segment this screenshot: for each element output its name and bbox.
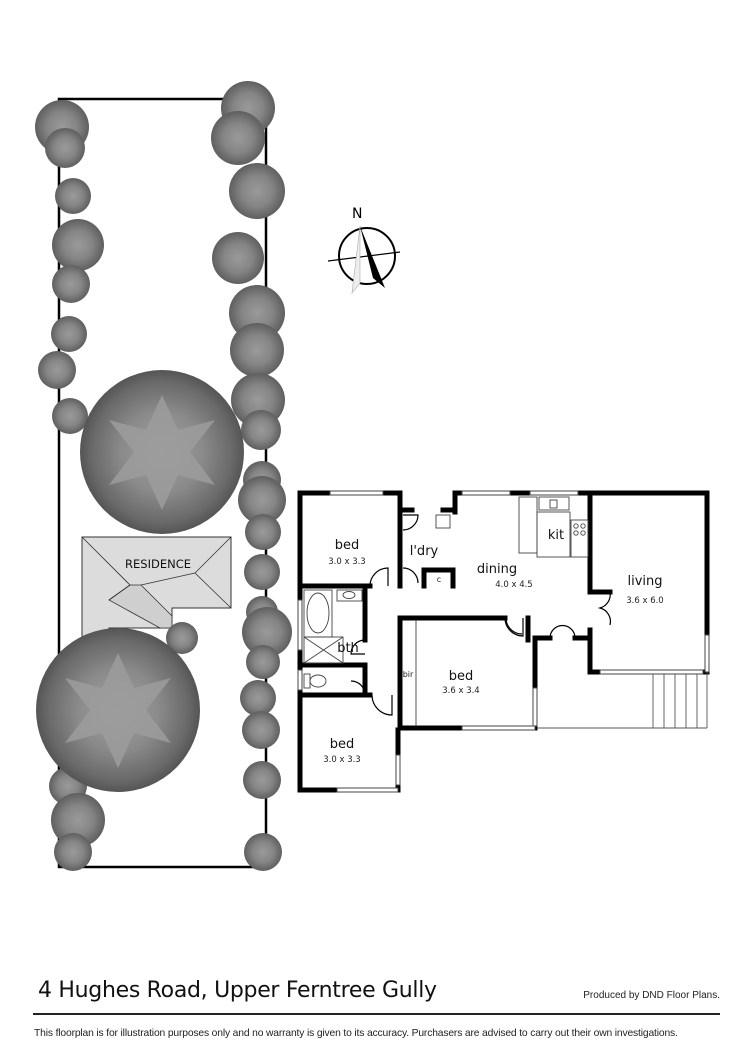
tree-icon: [52, 265, 90, 303]
tree-icon: [211, 111, 265, 165]
room-dim-living: 3.6 x 6.0: [626, 596, 663, 606]
vanity-icon: [336, 589, 363, 602]
window: [395, 754, 401, 786]
property-address: 4 Hughes Road, Upper Ferntree Gully: [38, 978, 437, 1003]
door: [549, 624, 576, 639]
room-label-cupboard: c: [437, 575, 441, 584]
tree-icon: [55, 178, 91, 214]
residence-label: RESIDENCE: [125, 557, 191, 571]
laundry-tub-icon: [435, 514, 451, 529]
room-label-bir: bir: [403, 670, 414, 679]
room-labels: bed 3.0 x 3.3 l'dry c dining 4.0 x 4.5 k…: [323, 528, 663, 765]
window: [297, 669, 303, 691]
stairs: [537, 672, 708, 729]
room-label-bed3: bed: [330, 737, 355, 752]
tree-icon: [51, 793, 105, 847]
large-tree-icon: [80, 370, 244, 534]
toilet-icon: [303, 673, 311, 689]
disclaimer-text: This floorplan is for illustration purpo…: [34, 1028, 678, 1039]
room-label-kitchen: kit: [548, 528, 564, 543]
room-label-dining: dining: [477, 562, 517, 577]
door: [402, 514, 419, 531]
tree-icons: [35, 81, 292, 871]
door: [597, 591, 612, 626]
room-label-bed2: bed: [449, 669, 474, 684]
door: [402, 567, 419, 584]
tree-icon: [52, 398, 88, 434]
tree-icon: [229, 163, 285, 219]
room-label-bed1: bed: [335, 538, 360, 553]
tree-icon: [246, 645, 280, 679]
tree-icon: [51, 316, 87, 352]
door: [504, 617, 524, 637]
window: [599, 669, 704, 675]
tree-icon: [52, 219, 104, 271]
kitchen-bench: [536, 511, 571, 558]
kitchen-bench: [570, 519, 589, 558]
window: [297, 599, 303, 651]
residence-roof: RESIDENCE: [81, 536, 232, 661]
tree-icon: [166, 622, 198, 654]
window: [461, 725, 536, 731]
window: [529, 490, 579, 496]
bathtub-icon: [303, 589, 333, 638]
sink-icon: [538, 496, 570, 511]
house-floor-plan: [297, 490, 710, 793]
tree-icon: [38, 351, 76, 389]
window: [336, 787, 399, 793]
tree-icon: [45, 128, 85, 168]
tree-icon: [240, 680, 276, 716]
window: [704, 634, 710, 673]
site-plan: RESIDENCE: [35, 81, 292, 871]
tree-icon: [243, 761, 281, 799]
tree-icon: [241, 410, 281, 450]
door: [369, 567, 389, 587]
tree-icon: [242, 607, 292, 657]
window: [461, 490, 511, 496]
tree-icon: [230, 323, 284, 377]
window: [532, 687, 538, 727]
north-arrow-icon: N: [327, 206, 401, 295]
door: [505, 617, 523, 635]
door: [350, 680, 366, 696]
room-dim-bed2: 3.6 x 3.4: [442, 686, 479, 696]
tree-icon: [54, 833, 92, 871]
room-dim-bed3: 3.0 x 3.3: [323, 755, 360, 765]
kitchen-bench: [518, 496, 538, 554]
cooktop-icon: [573, 523, 586, 536]
tree-icon: [244, 833, 282, 871]
tree-icon: [244, 554, 280, 590]
tree-icon: [212, 232, 264, 284]
large-tree-icon: [36, 628, 200, 792]
tree-icon: [238, 476, 286, 524]
room-label-bath: bth: [337, 641, 359, 656]
footer-divider: [33, 1013, 720, 1015]
producer-credit: Produced by DND Floor Plans.: [583, 990, 720, 1001]
room-dim-bed1: 3.0 x 3.3: [328, 557, 365, 567]
tree-icon: [245, 514, 281, 550]
shower-icon: [303, 636, 344, 664]
room-dim-dining: 4.0 x 4.5: [495, 580, 532, 590]
door: [371, 694, 393, 716]
room-label-living: living: [627, 574, 662, 589]
door: [350, 639, 366, 655]
room-label-laundry: l'dry: [410, 544, 439, 559]
tree-icon: [242, 711, 280, 749]
window: [329, 490, 384, 496]
north-label: N: [352, 206, 362, 222]
